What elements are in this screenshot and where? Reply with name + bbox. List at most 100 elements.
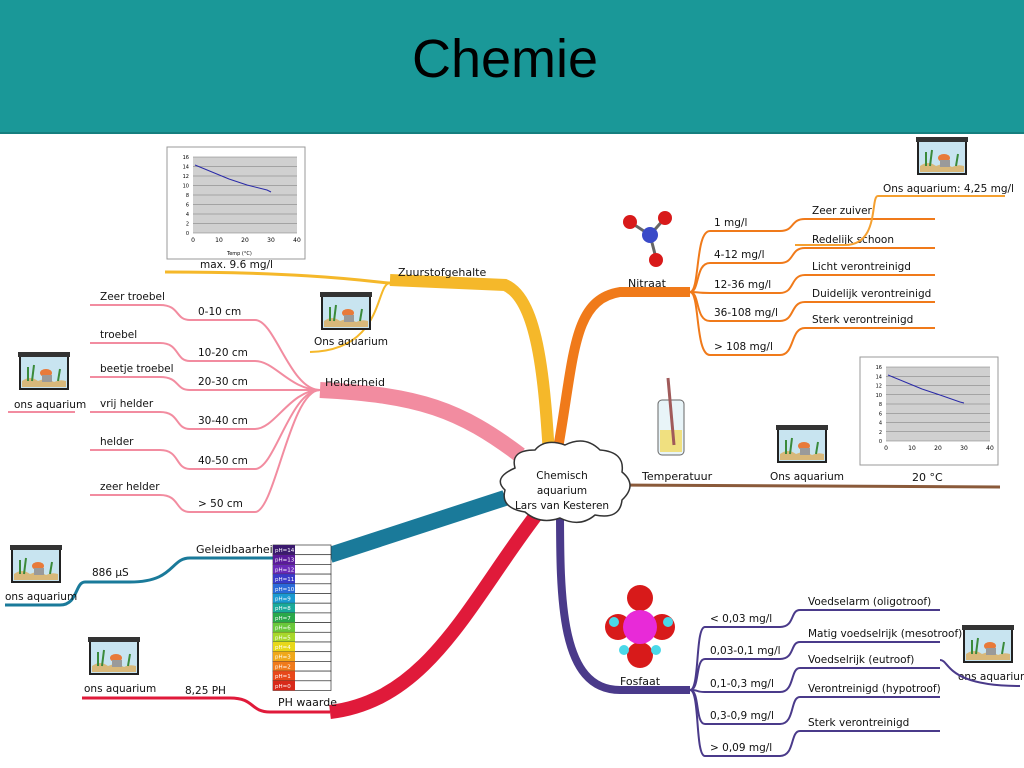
nitraat-desc: Licht verontreinigd bbox=[812, 261, 911, 273]
branch-fosfaat bbox=[556, 504, 690, 694]
ph-label: PH waarde bbox=[278, 696, 337, 709]
graph-xtick: 20 bbox=[241, 237, 249, 244]
graph-ytick: 0 bbox=[186, 231, 189, 237]
branch-temperatuur bbox=[619, 483, 1001, 489]
helderheid-desc: Zeer troebel bbox=[100, 291, 165, 303]
nitraat-range: 1 mg/l bbox=[714, 217, 747, 229]
ph-aquarium-icon bbox=[87, 636, 141, 675]
graph-ytick: 10 bbox=[183, 184, 189, 190]
graph-xtick: 10 bbox=[908, 445, 916, 452]
thermometer-beaker-icon bbox=[657, 377, 685, 456]
ph-swatch bbox=[273, 583, 295, 594]
nitraat-aquarium-icon bbox=[915, 136, 969, 175]
ph-row-label: pH=13 bbox=[275, 558, 295, 564]
graph-ytick: 8 bbox=[879, 402, 882, 408]
fosfaat-connector bbox=[689, 689, 940, 725]
ph-swatch bbox=[273, 574, 295, 584]
graph-ytick: 6 bbox=[186, 203, 189, 209]
ph-swatch bbox=[273, 661, 295, 672]
nitraat-connector bbox=[689, 291, 935, 322]
graph-ytick: 10 bbox=[876, 393, 882, 399]
nitraat-molecule-icon bbox=[623, 211, 672, 267]
central-node: Chemisch aquarium Lars van Kesteren bbox=[499, 440, 631, 524]
ph-row-label: pH=11 bbox=[275, 577, 294, 583]
helderheid-range: 10-20 cm bbox=[198, 347, 248, 359]
geleidbaarheid-aquarium-label: ons aquarium bbox=[5, 591, 77, 603]
fosfaat-desc: Voedselrijk (eutroof) bbox=[808, 654, 914, 666]
ph-row-label: pH=6 bbox=[275, 626, 291, 632]
helderheid-desc: helder bbox=[100, 436, 134, 448]
graph-xtick: 20 bbox=[934, 445, 942, 452]
zuurstof-label: Zuurstofgehalte bbox=[398, 266, 486, 279]
fosfaat-connector bbox=[689, 689, 940, 757]
ph-row-label: pH=9 bbox=[275, 597, 291, 603]
graph-xtick: 0 bbox=[191, 237, 195, 244]
helderheid-desc: zeer helder bbox=[100, 481, 160, 493]
nitraat-connector bbox=[689, 247, 935, 293]
fosfaat-range: > 0,09 mg/l bbox=[710, 742, 772, 754]
ph-scale-table: pH=14pH=13pH=12pH=11pH=10pH=9pH=8pH=7pH=… bbox=[272, 544, 332, 691]
graph-ytick: 12 bbox=[183, 174, 189, 180]
graph-xtick: 40 bbox=[293, 237, 301, 244]
graph-ytick: 4 bbox=[879, 421, 882, 427]
fosfaat-label: Fosfaat bbox=[620, 675, 661, 688]
fosfaat-aquarium-label: ons aquarium bbox=[958, 671, 1024, 683]
helderheid-connector bbox=[90, 389, 321, 430]
ph-row-label: pH=12 bbox=[275, 567, 294, 573]
helderheid-connector bbox=[90, 389, 321, 470]
graph-ytick: 12 bbox=[876, 384, 882, 390]
center-line-1: Chemisch bbox=[536, 470, 588, 482]
graph-ytick: 6 bbox=[879, 411, 882, 417]
helderheid-label: Helderheid bbox=[325, 376, 385, 389]
nitraat-desc: Sterk verontreinigd bbox=[812, 314, 913, 326]
nitraat-range: > 108 mg/l bbox=[714, 341, 773, 353]
graph-xtick: 0 bbox=[884, 445, 888, 452]
ph-swatch bbox=[273, 642, 295, 652]
graph-ytick: 2 bbox=[879, 430, 882, 436]
ph-value: 8,25 PH bbox=[185, 685, 226, 697]
helderheid-aquarium-label: ons aquarium bbox=[14, 399, 86, 411]
nitraat-connector bbox=[689, 218, 935, 293]
helderheid-connector bbox=[90, 376, 320, 392]
geleidbaarheid-aquarium-icon bbox=[9, 544, 63, 583]
fosfaat-range: 0,03-0,1 mg/l bbox=[710, 645, 781, 657]
graph-ytick: 2 bbox=[186, 222, 189, 228]
helderheid-range: > 50 cm bbox=[198, 498, 243, 510]
nitraat-range: 4-12 mg/l bbox=[714, 249, 765, 261]
ph-swatch bbox=[273, 632, 295, 642]
fosfaat-desc: Matig voedselrijk (mesotroof) bbox=[808, 628, 962, 640]
ph-swatch bbox=[273, 545, 295, 555]
ph-swatch bbox=[273, 651, 295, 662]
graph-ytick: 4 bbox=[186, 212, 189, 218]
graph-xtick: 10 bbox=[215, 237, 223, 244]
graph-xtick: 40 bbox=[986, 445, 994, 452]
graph-ytick: 8 bbox=[186, 193, 189, 199]
ph-aquarium-label: ons aquarium bbox=[84, 683, 156, 695]
center-line-3: Lars van Kesteren bbox=[515, 500, 609, 512]
graph-ytick: 14 bbox=[183, 165, 189, 171]
graph-ytick: 0 bbox=[879, 439, 882, 445]
ph-swatch bbox=[273, 680, 295, 691]
temperatuur-aquarium-icon bbox=[775, 424, 829, 463]
header-bar: Chemie bbox=[0, 0, 1024, 134]
ph-row-label: pH=4 bbox=[275, 645, 291, 651]
graph-xlabel: Temp (°C) bbox=[226, 251, 252, 257]
helderheid-desc: beetje troebel bbox=[100, 363, 174, 375]
ph-row-label: pH=2 bbox=[275, 664, 291, 670]
ph-row-label: pH=5 bbox=[275, 635, 291, 641]
nitraat-label: Nitraat bbox=[628, 277, 667, 290]
ph-row-label: pH=0 bbox=[275, 684, 291, 690]
helderheid-aquarium-icon bbox=[17, 351, 71, 390]
helderheid-connector bbox=[90, 389, 321, 513]
ph-swatch bbox=[273, 593, 295, 604]
nitraat-desc: Zeer zuiver bbox=[812, 205, 873, 217]
zuurstof-value: max. 9.6 mg/l bbox=[200, 259, 273, 271]
helderheid-connector bbox=[90, 342, 321, 391]
fosfaat-desc: Voedselarm (oligotroof) bbox=[808, 596, 931, 608]
helderheid-range: 30-40 cm bbox=[198, 415, 248, 427]
zuurstof-aquarium-label: Ons aquarium bbox=[314, 336, 388, 348]
ph-row-label: pH=14 bbox=[275, 548, 295, 554]
